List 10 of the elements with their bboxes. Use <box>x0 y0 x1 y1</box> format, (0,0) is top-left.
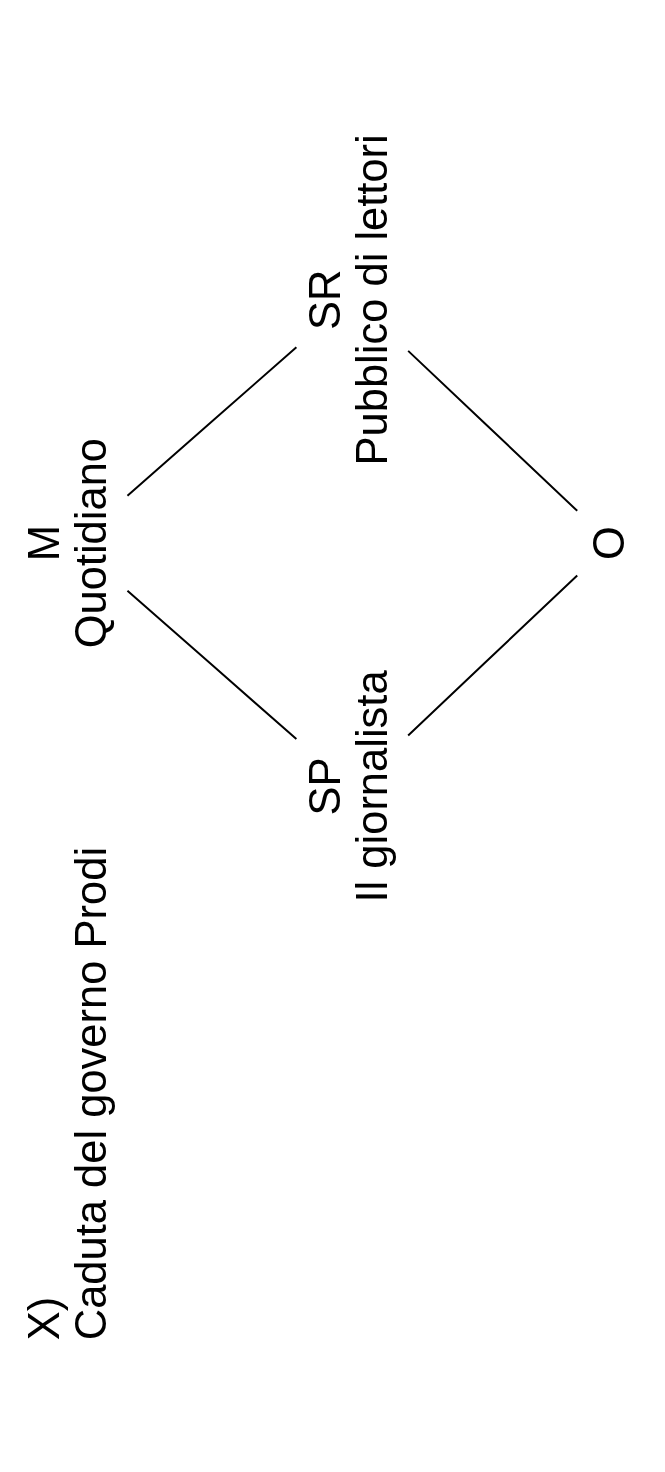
label: Caduta del governo Prodi <box>67 846 116 1340</box>
node-text: O <box>585 525 634 560</box>
node-text: SP Il giornalista <box>300 669 397 903</box>
connector <box>407 349 579 512</box>
label: X) <box>19 1296 68 1340</box>
connector <box>126 345 298 497</box>
connector <box>126 589 298 740</box>
node-text: SR Pubblico di lettori <box>300 133 397 465</box>
connector <box>407 574 579 736</box>
node-text: M Quotidiano <box>19 437 116 648</box>
